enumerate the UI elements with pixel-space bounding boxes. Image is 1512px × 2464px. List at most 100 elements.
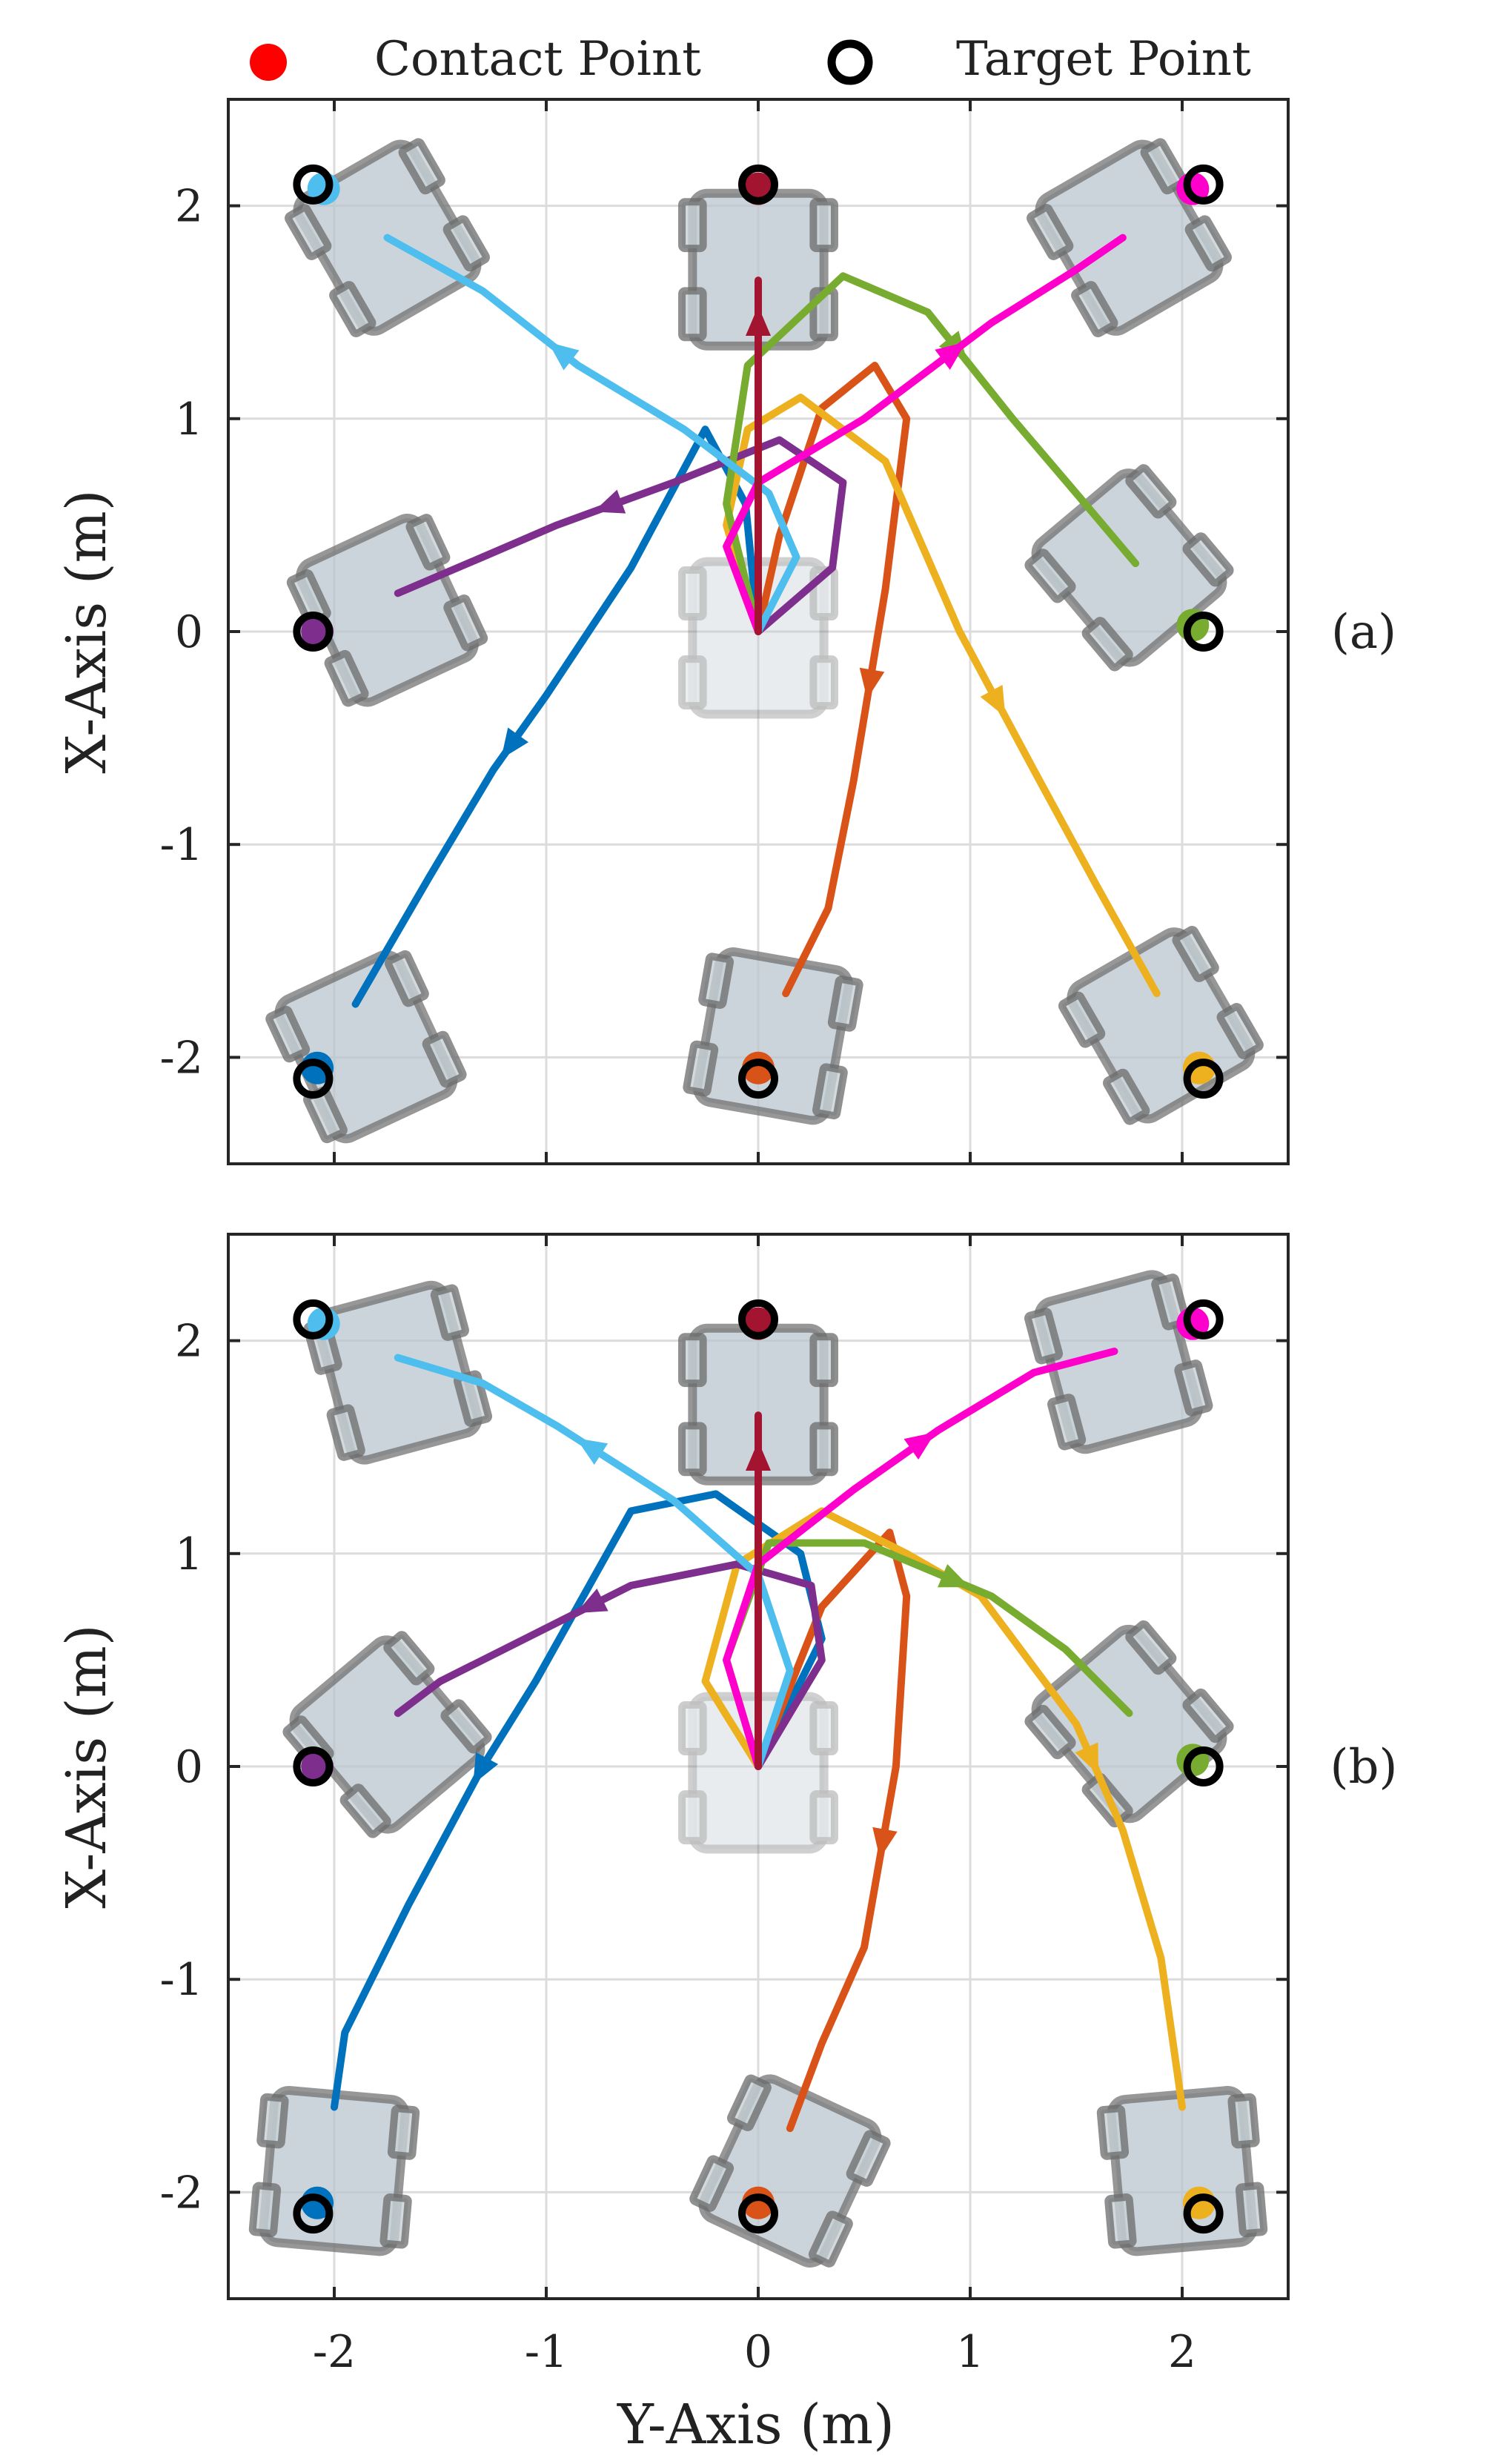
x-tick-label: 2 xyxy=(1168,2326,1196,2378)
start-robot-wheel-3 xyxy=(678,1790,707,1845)
end-robot-8-wheel-4 xyxy=(809,1422,838,1477)
series-arrow-3 xyxy=(980,684,1006,718)
end-robot-2 xyxy=(683,947,863,1125)
end-robot-3-wheel-1 xyxy=(1058,991,1106,1048)
end-robot-7-wheel-1 xyxy=(1024,1308,1064,1365)
x-tick-label: -2 xyxy=(313,2326,356,2378)
start-robot-wheel-3 xyxy=(678,655,707,710)
series-line-7 xyxy=(723,1347,1118,1770)
target-point-1 xyxy=(293,1059,334,1099)
end-robot-5-wheel-1 xyxy=(1024,549,1076,603)
series-arrow-1 xyxy=(500,727,529,759)
start-robot-wheel-4 xyxy=(809,655,838,710)
end-robot-6-wheel-2 xyxy=(398,138,445,195)
y-tick-label: 0 xyxy=(175,606,203,658)
y-tick-label: 2 xyxy=(175,181,203,233)
y-tick-label: 0 xyxy=(175,1741,203,1793)
end-robot-7-body xyxy=(1034,1270,1203,1454)
series-line-2 xyxy=(755,1529,911,2133)
y-tick-label: -2 xyxy=(160,2167,203,2219)
end-robot-4-wheel-2 xyxy=(405,514,451,571)
end-robot-7-wheel-3 xyxy=(1071,281,1118,337)
target-point-8 xyxy=(738,1299,778,1339)
end-robot-7-wheel-2 xyxy=(1140,138,1187,195)
end-robot-4-wheel-3 xyxy=(339,1784,391,1838)
end-robot-2 xyxy=(689,2074,891,2268)
end-robot-6-wheel-3 xyxy=(326,1404,365,1461)
end-robot-4 xyxy=(282,1631,492,1838)
y-tick-label: 2 xyxy=(175,1316,203,1368)
end-robot-3 xyxy=(1096,2086,1268,2256)
end-robot-4-wheel-4 xyxy=(440,1699,492,1754)
series-arrow-1 xyxy=(473,1752,499,1785)
end-robot-1-wheel-2 xyxy=(387,2104,420,2160)
target-point-6 xyxy=(293,1299,334,1339)
end-robot-6-wheel-2 xyxy=(430,1284,469,1341)
end-robot-2-wheel-1 xyxy=(726,2074,772,2132)
end-robot-2-wheel-2 xyxy=(827,976,863,1032)
end-robot-2-wheel-4 xyxy=(812,1063,848,1120)
y-tick-label: -2 xyxy=(160,1032,203,1084)
end-robot-8-wheel-1 xyxy=(678,1333,707,1388)
target-point-2 xyxy=(738,2193,778,2234)
end-robot-5-wheel-4 xyxy=(1182,532,1234,587)
target-point-6 xyxy=(293,164,334,205)
end-robot-8-wheel-3 xyxy=(678,1422,707,1477)
series-arrow-4 xyxy=(593,489,626,514)
end-robot-5-wheel-3 xyxy=(1081,617,1133,672)
start-robot-wheel-1 xyxy=(678,1701,707,1755)
end-robot-7 xyxy=(1024,1270,1213,1454)
end-robot-1-wheel-4 xyxy=(422,1030,467,1088)
series-arrow-4 xyxy=(576,1588,609,1614)
legend-target-marker xyxy=(827,39,873,85)
target-point-2 xyxy=(738,1059,778,1099)
x-tick-label: 1 xyxy=(956,2326,984,2378)
end-robot-8-wheel-3 xyxy=(678,287,707,342)
start-robot-wheel-2 xyxy=(809,1701,838,1755)
series-arrow-2 xyxy=(859,667,885,700)
end-robot-1-wheel-1 xyxy=(265,1005,311,1063)
end-robot-1-wheel-1 xyxy=(256,2093,289,2149)
series-arrow-2 xyxy=(872,1827,898,1859)
target-point-5 xyxy=(1183,612,1224,652)
y-tick-label: -1 xyxy=(160,1954,203,2006)
legend-target-label: Target Point xyxy=(956,32,1251,87)
end-robot-3-wheel-3 xyxy=(1104,2193,1137,2249)
end-robot-6 xyxy=(303,1280,493,1465)
end-robot-7-wheel-4 xyxy=(1184,215,1232,272)
end-robot-1-wheel-4 xyxy=(379,2193,412,2249)
end-robot-2-body xyxy=(693,947,854,1125)
x-tick-label: 0 xyxy=(744,2326,772,2378)
end-robot-7-wheel-1 xyxy=(1027,204,1074,260)
panel-label: (a) xyxy=(1331,605,1396,660)
end-robot-7-wheel-4 xyxy=(1174,1359,1213,1417)
series-arrow-3 xyxy=(1075,1742,1098,1775)
target-point-1 xyxy=(293,2193,334,2234)
series-arrow-7 xyxy=(903,1432,936,1460)
series-line-6 xyxy=(383,234,800,635)
end-robot-7-wheel-3 xyxy=(1047,1394,1087,1451)
series-arrow-8 xyxy=(746,305,771,336)
series-line-7 xyxy=(723,234,1127,635)
end-robot-2-wheel-2 xyxy=(846,2130,891,2187)
target-point-5 xyxy=(1183,1746,1224,1786)
end-robot-1-wheel-3 xyxy=(248,2182,282,2238)
end-robot-3-wheel-2 xyxy=(1172,926,1219,982)
end-robot-6-body xyxy=(314,1280,483,1465)
end-robot-1 xyxy=(248,2086,420,2256)
legend-contact-marker xyxy=(250,44,287,81)
end-robot-6-wheel-4 xyxy=(442,215,490,272)
series-arrow-7 xyxy=(935,342,966,370)
end-robot-8-wheel-2 xyxy=(809,1333,838,1388)
legend: Contact Point Target Point xyxy=(250,32,1251,87)
series-line-2 xyxy=(755,362,911,998)
x-tick-label: -1 xyxy=(525,2326,568,2378)
series-arrow-6 xyxy=(576,1438,609,1465)
end-robot-6-wheel-1 xyxy=(285,204,332,260)
target-point-4 xyxy=(293,1746,334,1786)
end-robot-4-body xyxy=(289,1635,485,1834)
end-robot-3-wheel-4 xyxy=(1216,1003,1264,1059)
target-point-3 xyxy=(1183,2193,1224,2234)
y-tick-label: 1 xyxy=(175,1529,203,1580)
